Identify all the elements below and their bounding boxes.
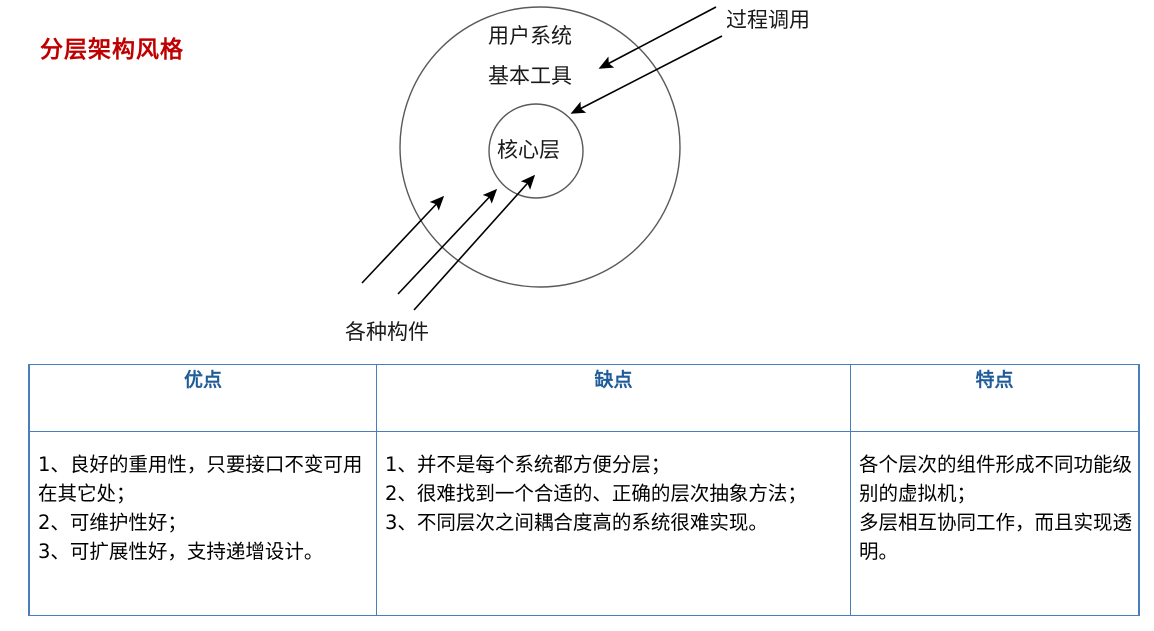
procedure-call-arrow-1 <box>598 6 717 69</box>
component-arrow-2 <box>397 188 498 295</box>
column-header-pros: 优点 <box>28 364 377 432</box>
outer-circle-shape <box>399 6 681 288</box>
diagram-canvas <box>361 6 723 311</box>
component-arrow-3 <box>413 174 536 311</box>
table-row: 1、良好的重用性，只要接口不变可用在其它处； 2、可维护性好； 3、可扩展性好，… <box>28 431 1140 616</box>
layered-architecture-diagram: 用户系统 基本工具 核心层 过程调用 各种构件 <box>345 6 810 344</box>
comparison-table: 优点 缺点 特点 1、良好的重用性，只要接口不变可用在其它处； 2、可维护性好；… <box>28 364 1140 616</box>
inner-circle-shape <box>488 103 584 199</box>
column-header-features: 特点 <box>850 364 1140 432</box>
page-title: 分层架构风格 <box>40 37 184 63</box>
cell-features: 各个层次的组件形成不同功能级别的虚拟机； 多层相互协同工作，而且实现透明。 <box>850 431 1140 616</box>
procedure-call-arrow-2 <box>570 35 723 114</box>
cell-pros-text: 1、良好的重用性，只要接口不变可用在其它处； 2、可维护性好； 3、可扩展性好，… <box>38 453 363 563</box>
procedure-call-label: 过程调用 <box>726 8 810 32</box>
various-components-label: 各种构件 <box>345 320 429 344</box>
column-header-cons: 缺点 <box>376 364 851 432</box>
middle-layer-label: 基本工具 <box>488 64 572 88</box>
inner-circle-label: 核心层 <box>497 138 560 162</box>
outer-circle-label: 用户系统 <box>488 24 572 48</box>
component-arrow-1 <box>361 195 445 284</box>
cell-cons-text: 1、并不是每个系统都方便分层； 2、很难找到一个合适的、正确的层次抽象方法； 3… <box>385 453 807 534</box>
table-header-row: 优点 缺点 特点 <box>28 364 1140 432</box>
cell-pros: 1、良好的重用性，只要接口不变可用在其它处； 2、可维护性好； 3、可扩展性好，… <box>28 431 377 616</box>
cell-features-text: 各个层次的组件形成不同功能级别的虚拟机； 多层相互协同工作，而且实现透明。 <box>859 453 1133 563</box>
cell-cons: 1、并不是每个系统都方便分层； 2、很难找到一个合适的、正确的层次抽象方法； 3… <box>376 431 851 616</box>
